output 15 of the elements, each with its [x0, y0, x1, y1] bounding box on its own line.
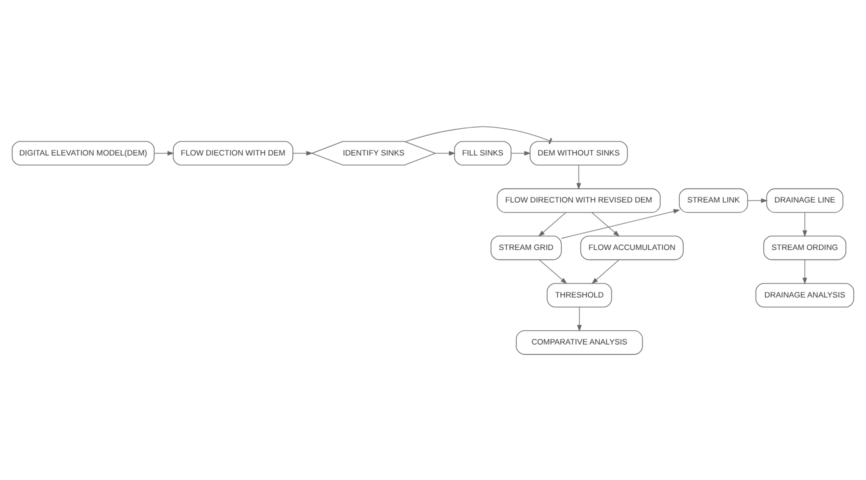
arrow	[577, 306, 582, 332]
arrow	[561, 208, 680, 238]
arrow	[538, 212, 566, 236]
arrow	[802, 212, 808, 236]
arrow	[802, 259, 808, 284]
arrow	[591, 259, 620, 284]
arrow	[576, 164, 582, 190]
arrow	[510, 150, 531, 156]
arrow	[435, 150, 456, 156]
arrow	[747, 198, 768, 202]
connector	[405, 126, 552, 144]
arrow	[592, 212, 620, 236]
arrow	[292, 150, 313, 156]
arrow	[538, 259, 568, 284]
arrow	[154, 150, 174, 156]
